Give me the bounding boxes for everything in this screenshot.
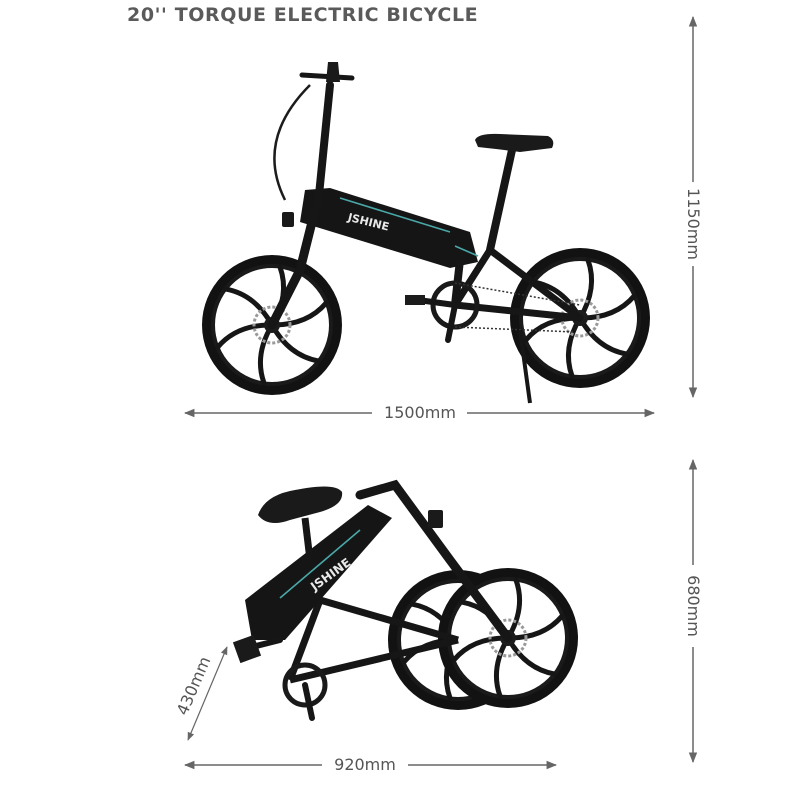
folded-height-label: 680mm xyxy=(683,569,703,643)
unfolded-height-label: 1150mm xyxy=(683,182,703,266)
unfolded-bike: JSHINE xyxy=(202,62,650,404)
unfolded-length-label: 1500mm xyxy=(378,403,462,423)
width-dimension-line-folded xyxy=(187,646,228,741)
folded-length-label: 920mm xyxy=(328,755,402,775)
folded-bike: JSHINE xyxy=(232,479,578,721)
product-title: 20'' TORQUE ELECTRIC BICYCLE xyxy=(127,4,479,26)
